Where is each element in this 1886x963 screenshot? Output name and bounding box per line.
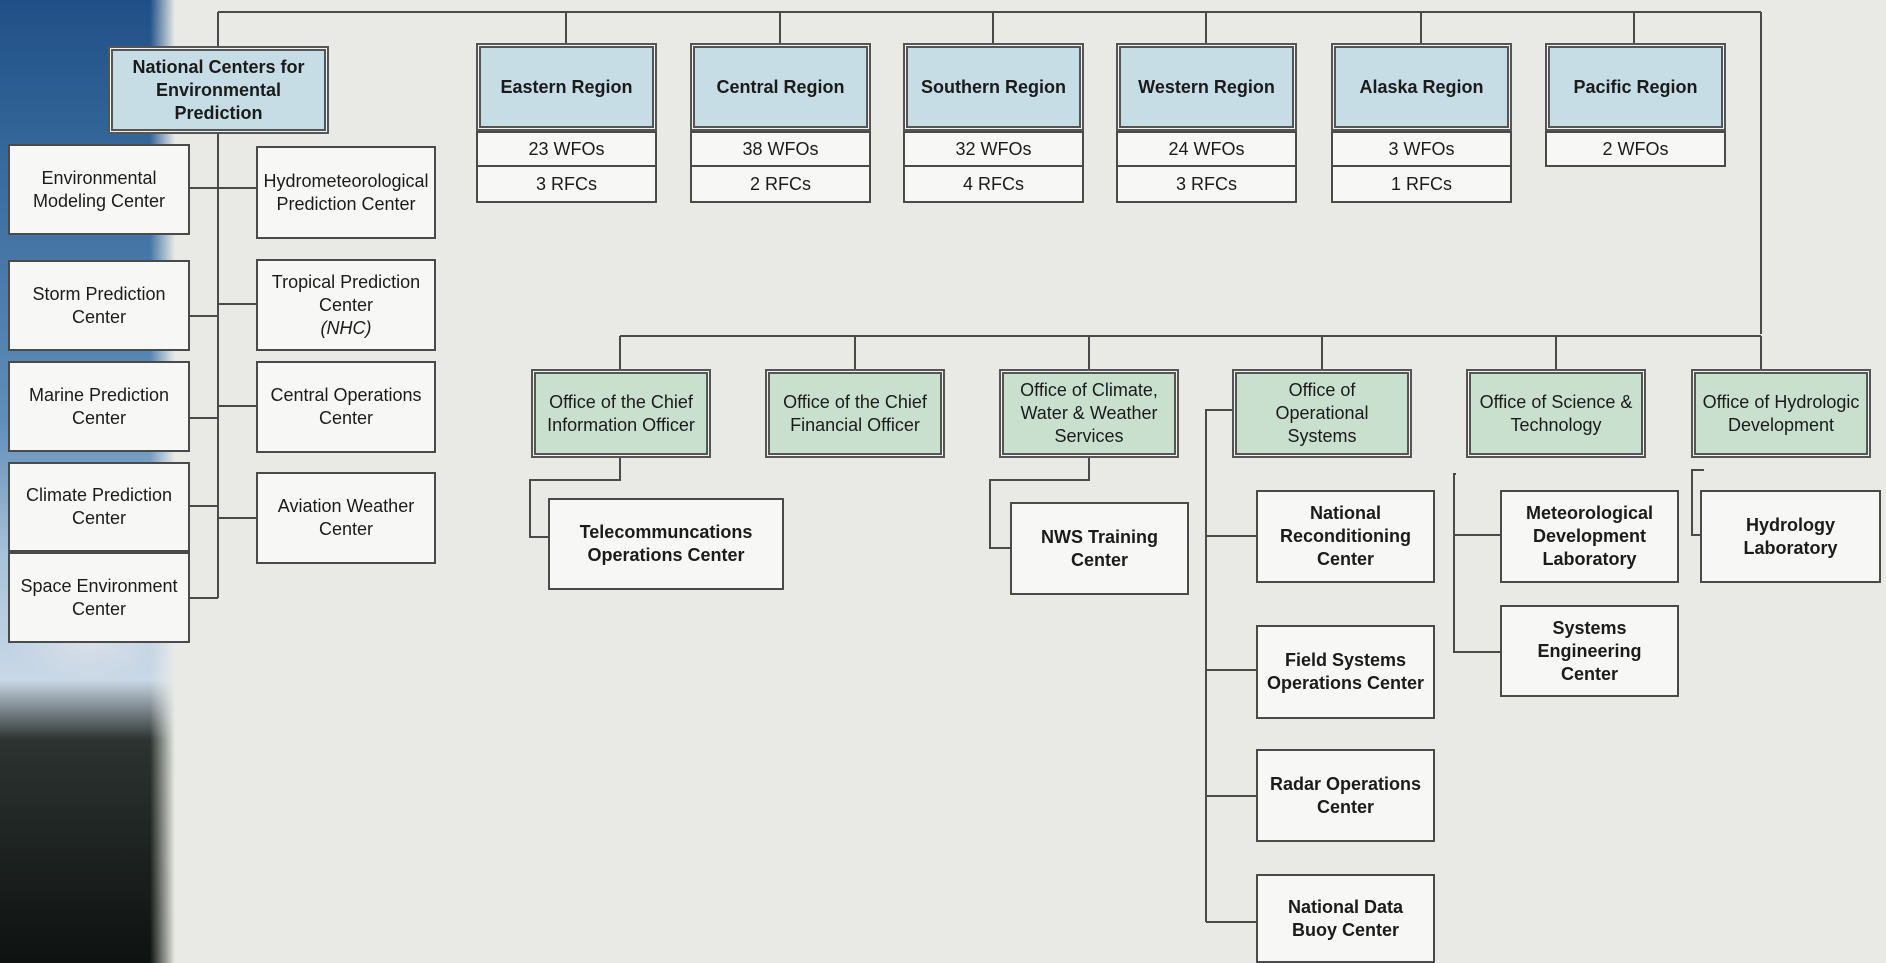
region-southern: Southern Region <box>903 43 1084 131</box>
fsoc-box: Field Systems Operations Center <box>1256 625 1435 719</box>
sec-box: Systems Engineering Center <box>1500 605 1679 697</box>
roc-box: Radar Operations Center <box>1256 749 1435 842</box>
region-central-name: Central Region <box>695 48 866 126</box>
office-science-technology-name: Office of Science & Technology <box>1471 374 1641 453</box>
ncep-title: National Centers for Environmental Predi… <box>113 51 324 129</box>
sec-space-box: Space Environment Center <box>8 552 190 643</box>
ncep-header: National Centers for Environmental Predi… <box>108 46 329 134</box>
hydrology-lab-box: Hydrology Laboratory <box>1700 490 1881 583</box>
spc-box: Storm Prediction Center <box>8 260 190 351</box>
office-cfo: Office of the Chief Financial Officer <box>765 369 945 458</box>
region-southern-rfcs: 4 RFCs <box>903 165 1084 203</box>
region-pacific: Pacific Region <box>1545 43 1726 131</box>
cpc-box: Climate Prediction Center <box>8 462 190 552</box>
region-pacific-wfos: 2 WFOs <box>1545 131 1726 167</box>
office-cwws: Office of Climate, Water & Weather Servi… <box>999 369 1179 458</box>
region-alaska-name: Alaska Region <box>1336 48 1507 126</box>
coc-box: Central Operations Center <box>256 361 436 453</box>
region-alaska: Alaska Region <box>1331 43 1512 131</box>
region-central: Central Region <box>690 43 871 131</box>
region-western-wfos: 24 WFOs <box>1116 131 1297 167</box>
emc-box: Environmental Modeling Center <box>8 144 190 235</box>
region-eastern-rfcs: 3 RFCs <box>476 165 657 203</box>
region-central-wfos: 38 WFOs <box>690 131 871 167</box>
office-operational-systems: Office of Operational Systems <box>1232 369 1412 458</box>
office-operational-systems-name: Office of Operational Systems <box>1237 374 1407 453</box>
tpc-box: Tropical Prediction Center (NHC) <box>256 259 436 351</box>
region-western-name: Western Region <box>1121 48 1292 126</box>
office-hydrologic-development-name: Office of Hydrologic Development <box>1696 374 1866 453</box>
office-hydrologic-development: Office of Hydrologic Development <box>1691 369 1871 458</box>
office-cio: Office of the Chief Information Officer <box>531 369 711 458</box>
office-cio-name: Office of the Chief Information Officer <box>536 374 706 453</box>
office-cfo-name: Office of the Chief Financial Officer <box>770 374 940 453</box>
region-central-rfcs: 2 RFCs <box>690 165 871 203</box>
region-southern-name: Southern Region <box>908 48 1079 126</box>
region-eastern-name: Eastern Region <box>481 48 652 126</box>
region-alaska-rfcs: 1 RFCs <box>1331 165 1512 203</box>
nws-training-box: NWS Training Center <box>1010 502 1189 595</box>
tpc-label: Tropical Prediction Center <box>271 271 421 315</box>
region-southern-wfos: 32 WFOs <box>903 131 1084 167</box>
region-eastern-wfos: 23 WFOs <box>476 131 657 167</box>
region-western-rfcs: 3 RFCs <box>1116 165 1297 203</box>
office-science-technology: Office of Science & Technology <box>1466 369 1646 458</box>
office-cwws-name: Office of Climate, Water & Weather Servi… <box>1004 374 1174 453</box>
region-western: Western Region <box>1116 43 1297 131</box>
tpc-sub-label: (NHC) <box>320 317 372 338</box>
mpc-box: Marine Prediction Center <box>8 361 190 452</box>
region-pacific-name: Pacific Region <box>1550 48 1721 126</box>
hpc-box: Hydrometeorological Prediction Center <box>256 146 436 239</box>
toc-box: Telecommuncations Operations Center <box>548 498 784 590</box>
region-alaska-wfos: 3 WFOs <box>1331 131 1512 167</box>
nrc-box: National Reconditioning Center <box>1256 490 1435 583</box>
ndbc-box: National Data Buoy Center <box>1256 874 1435 963</box>
awc-box: Aviation Weather Center <box>256 472 436 564</box>
mdl-box: Meteorological Development Laboratory <box>1500 490 1679 583</box>
region-eastern: Eastern Region <box>476 43 657 131</box>
